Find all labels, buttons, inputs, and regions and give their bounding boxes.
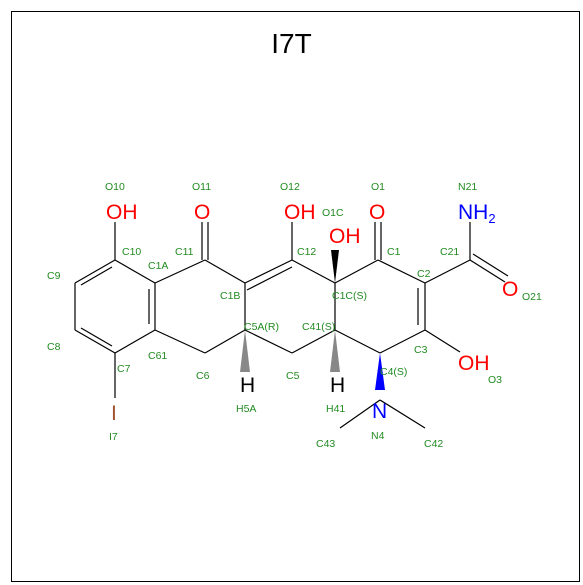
atom-label-i7: I7: [109, 431, 118, 443]
iodine-i7-label: I: [111, 402, 117, 425]
bond-c1b-c12: [244, 259, 293, 284]
bond-c5a-c6: [204, 329, 246, 354]
atom-label-c9: C9: [47, 270, 61, 282]
atom-label-c6: C6: [196, 370, 210, 382]
bond-c6-c61: [154, 329, 206, 354]
bond-c11-c1b: [204, 259, 246, 284]
amide-n21-label: NH2: [458, 201, 496, 226]
atom-label-c12: C12: [297, 246, 316, 258]
bond-c4-c41: [334, 329, 381, 354]
bond-c3-o3: [424, 329, 461, 353]
bond-c1c-c1: [334, 259, 379, 284]
diagram-frame: [11, 11, 580, 582]
atom-label-h41: H41: [326, 403, 345, 415]
bond-c1-c2: [377, 259, 426, 284]
atom-label-c43: C43: [316, 438, 335, 450]
atom-label-o1: O1: [371, 181, 385, 193]
bond-c9-c10: [74, 259, 116, 284]
bond-c1b-c12-double: [246, 266, 293, 291]
atom-label-o1c: O1C: [322, 207, 344, 219]
atom-label-c21: C21: [440, 246, 459, 258]
hydrogen-h5a-label: H: [240, 374, 255, 397]
hash-wedge-c41-h41: [330, 330, 340, 372]
bond-c41-c5: [291, 329, 336, 354]
bond-c5-c5a: [244, 329, 293, 354]
atom-label-c2: C2: [417, 268, 431, 280]
atom-label-c41: C41(S): [302, 321, 335, 333]
carbonyl-o11-label: O: [194, 201, 210, 224]
bond-c3-c4: [379, 329, 426, 354]
atom-label-o11: O11: [192, 181, 211, 193]
atom-label-c42: C42: [424, 438, 443, 450]
atom-label-c7: C7: [117, 363, 131, 375]
bond-n4-c43: [339, 399, 381, 429]
molecule-title: I7T: [271, 28, 312, 59]
bond-inner-a2: [80, 327, 113, 347]
wedge-c4-n4: [375, 353, 385, 390]
atom-label-o3: O3: [488, 374, 502, 386]
atom-label-c4: C4(S): [380, 366, 407, 378]
atom-label-c3: C3: [414, 344, 428, 356]
atom-label-c61: C61: [148, 350, 167, 362]
hydroxyl-o1c-label: OH: [329, 225, 361, 248]
bond-c12-c1c: [291, 259, 336, 284]
bond-c61-c7: [114, 329, 156, 354]
hydrogen-h41-label: H: [330, 374, 345, 397]
atom-label-c1b: C1B: [220, 290, 240, 302]
carbonyl-o21-label: O: [502, 278, 518, 301]
atom-label-n21: N21: [458, 181, 477, 193]
bond-n4-c42: [379, 399, 426, 429]
atom-label-c5a: C5A(R): [244, 321, 279, 333]
bond-c7-c8: [74, 329, 116, 354]
atom-label-c1c: C1C(S): [332, 290, 367, 302]
bond-c10-c1a: [114, 259, 156, 284]
hydroxyl-o3-label: OH: [458, 352, 490, 375]
atom-label-c10: C10: [122, 246, 141, 258]
bond-c21-o21-a: [469, 259, 506, 283]
wedge-c1c-o1c: [331, 250, 339, 283]
atom-label-n4: N4: [371, 430, 385, 442]
atom-label-o10: O10: [105, 181, 125, 193]
atom-label-o21: O21: [522, 291, 542, 303]
atom-label-c1a: C1A: [148, 260, 168, 272]
atom-label-c1: C1: [387, 246, 401, 258]
bond-c21-o21-b: [472, 253, 509, 277]
bond-c1a-c11: [154, 259, 206, 284]
bond-inner-a3: [80, 266, 113, 286]
atom-label-h5a: H5A: [236, 403, 256, 415]
carbonyl-o1-label: O: [369, 201, 385, 224]
hash-wedge-c5a-h5a: [240, 330, 250, 372]
atom-label-c11: C11: [175, 246, 194, 258]
atom-label-o12: O12: [280, 181, 300, 193]
atom-label-c8: C8: [47, 341, 61, 353]
hydroxyl-o12-label: OH: [284, 201, 316, 224]
hydroxyl-o10-label: OH: [106, 201, 138, 224]
bond-lines: [74, 222, 509, 429]
bond-c2-c21: [424, 259, 471, 284]
amine-n4-label: N: [372, 400, 387, 423]
atom-label-c5: C5: [286, 370, 300, 382]
